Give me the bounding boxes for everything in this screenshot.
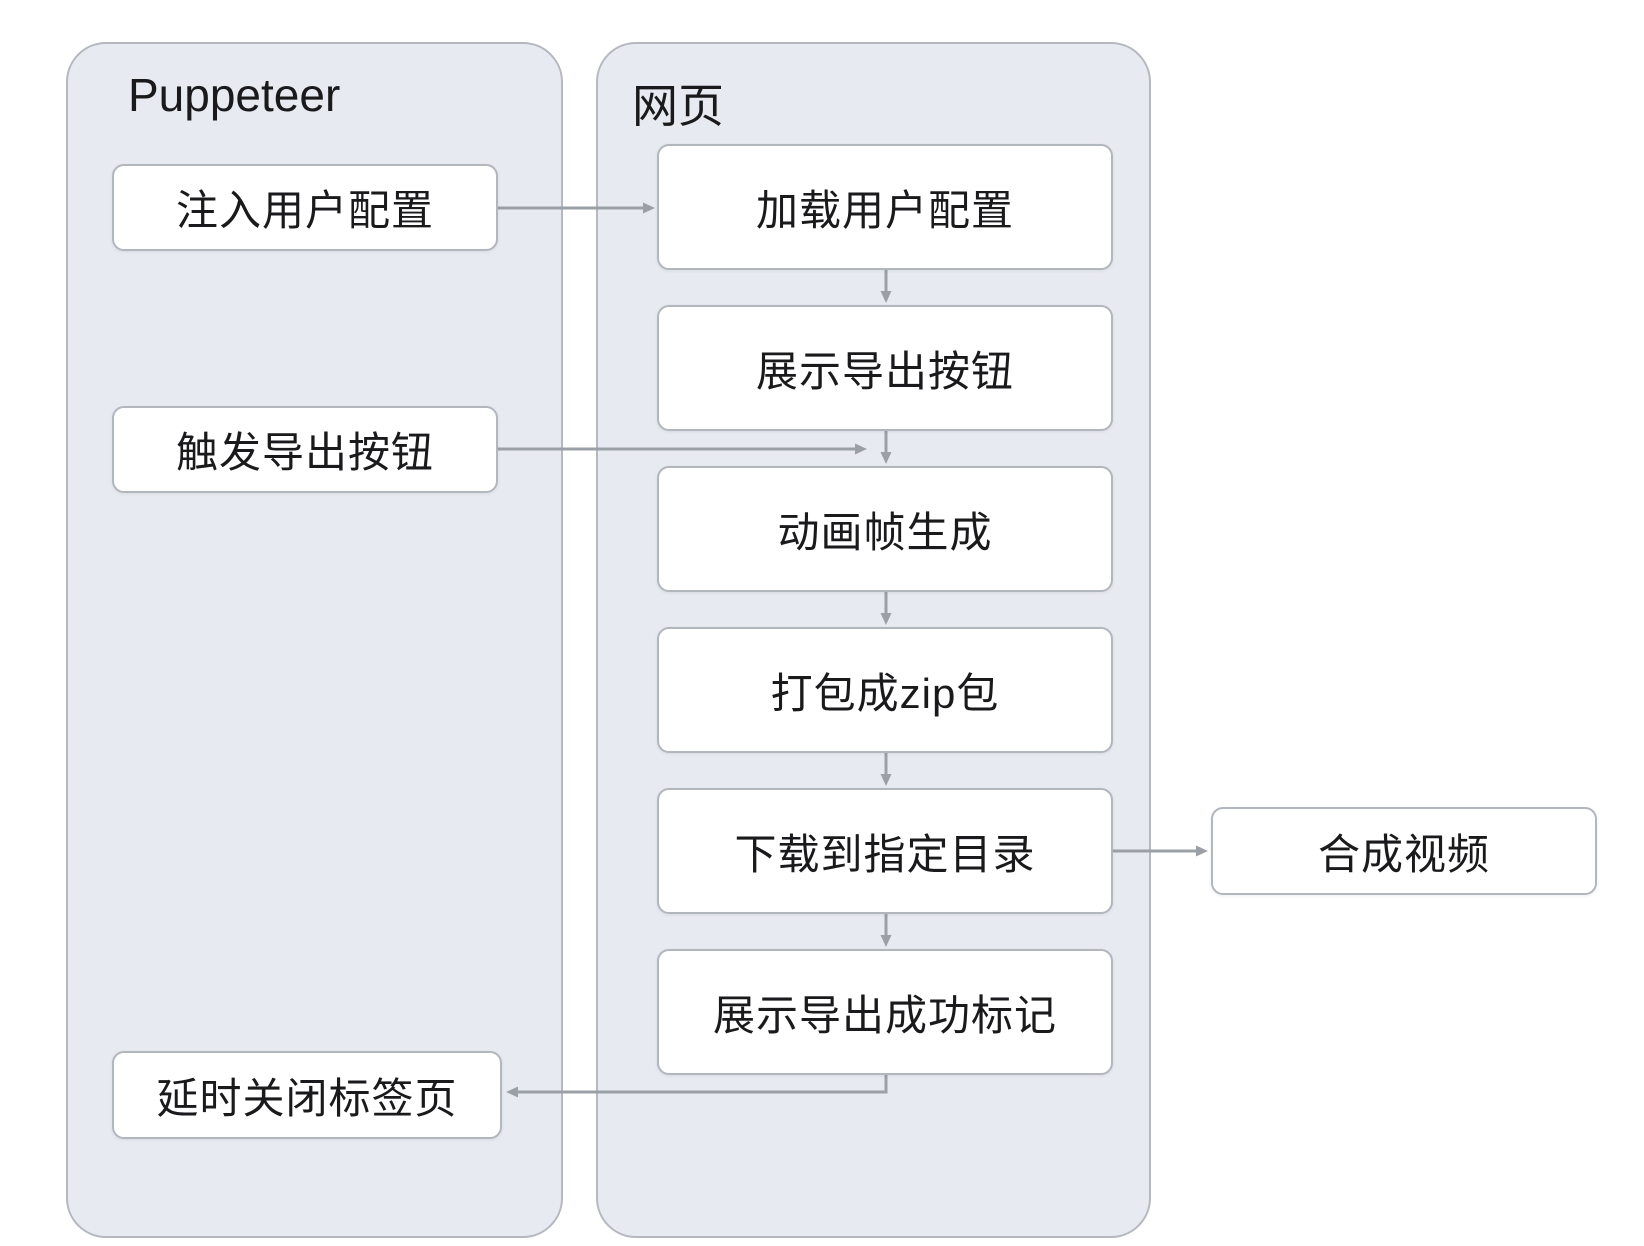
- edge-success-mark-to-close-tab: [506, 1075, 888, 1098]
- node-show-export-button: 展示导出按钮: [657, 305, 1113, 431]
- container-title-puppeteer: Puppeteer: [128, 69, 341, 121]
- node-generate-animation-frames: 动画帧生成: [657, 466, 1113, 592]
- node-download-to-directory: 下载到指定目录: [657, 788, 1113, 914]
- node-trigger-export-button: 触发导出按钮: [112, 406, 498, 493]
- node-package-zip: 打包成zip包: [657, 627, 1113, 753]
- node-inject-user-config: 注入用户配置: [112, 164, 498, 251]
- node-delayed-close-tab: 延时关闭标签页: [112, 1051, 502, 1139]
- node-show-export-success-mark: 展示导出成功标记: [657, 949, 1113, 1075]
- node-compose-video: 合成视频: [1211, 807, 1597, 895]
- container-title-webpage: 网页: [632, 80, 724, 132]
- node-load-user-config: 加载用户配置: [657, 144, 1113, 270]
